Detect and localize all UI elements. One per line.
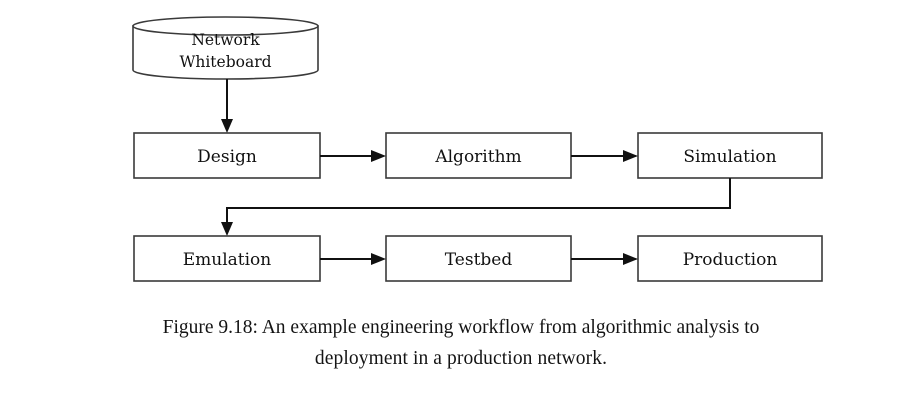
node-box-emulation <box>133 235 321 282</box>
node-label-design: Design <box>197 147 257 167</box>
node-box-simulation <box>637 132 823 179</box>
cylinder-top <box>132 16 319 36</box>
edge-design-to-algorithm <box>320 150 386 162</box>
edge-emulation-to-testbed <box>320 253 386 265</box>
node-label-testbed: Testbed <box>445 250 513 270</box>
node-box-testbed <box>385 235 572 282</box>
node-label-network-whiteboard-line1: Network <box>191 31 260 49</box>
node-box-production <box>637 235 823 282</box>
workflow-diagram: Network Whiteboard Design Algorithm Simu… <box>132 16 823 282</box>
node-emulation: Emulation <box>133 235 321 282</box>
arrowhead-algorithm-simulation <box>623 150 638 162</box>
node-label-emulation: Emulation <box>183 250 272 270</box>
edge-algorithm-to-simulation <box>571 150 638 162</box>
node-production: Production <box>637 235 823 282</box>
node-simulation: Simulation <box>637 132 823 179</box>
edge-line-simulation-emulation <box>226 178 731 224</box>
figure-caption-line-1: Figure 9.18: An example engineering work… <box>162 317 760 338</box>
node-testbed: Testbed <box>385 235 572 282</box>
cylinder-body <box>132 25 319 80</box>
figure-caption-line-2: deployment in a production network. <box>314 348 608 369</box>
edge-testbed-to-production <box>571 253 638 265</box>
edge-whiteboard-to-design <box>221 79 233 133</box>
node-label-production: Production <box>683 250 778 270</box>
node-label-algorithm: Algorithm <box>434 147 521 167</box>
node-algorithm: Algorithm <box>385 132 572 179</box>
arrowhead-simulation-emulation <box>221 222 233 236</box>
arrowhead-testbed-production <box>623 253 638 265</box>
arrowhead-emulation-testbed <box>371 253 386 265</box>
edge-simulation-to-emulation <box>221 178 731 236</box>
node-design: Design <box>133 132 321 179</box>
node-network-whiteboard: Network Whiteboard <box>132 16 319 80</box>
node-label-simulation: Simulation <box>683 147 776 167</box>
arrowhead-whiteboard-design <box>221 119 233 133</box>
node-box-algorithm <box>385 132 572 179</box>
arrowhead-design-algorithm <box>371 150 386 162</box>
figure-caption: Figure 9.18: An example engineering work… <box>50 312 872 374</box>
node-label-network-whiteboard-line2: Whiteboard <box>179 53 271 71</box>
